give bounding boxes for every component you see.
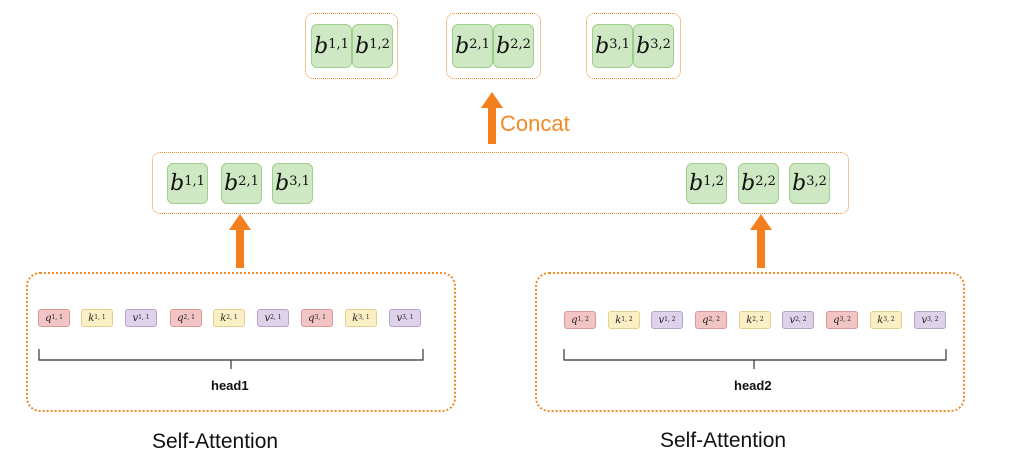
head2-label: head2 (734, 378, 772, 393)
top-group-2 (446, 13, 541, 79)
head2-arrow (750, 214, 772, 268)
head1-arrow (229, 214, 251, 268)
head2-container (535, 272, 965, 412)
head1-label: head1 (211, 378, 249, 393)
middle-container (152, 152, 849, 214)
head1-brace (38, 349, 424, 369)
top-group-3 (586, 13, 681, 79)
self-attention-label-right: Self-Attention (660, 429, 787, 452)
top-group-1 (305, 13, 398, 79)
concat-label: Concat (500, 111, 570, 136)
head1-container (26, 272, 456, 412)
head2-brace (563, 349, 947, 369)
concat-arrow (481, 92, 503, 144)
self-attention-label-left: Self-Attention (152, 430, 279, 453)
